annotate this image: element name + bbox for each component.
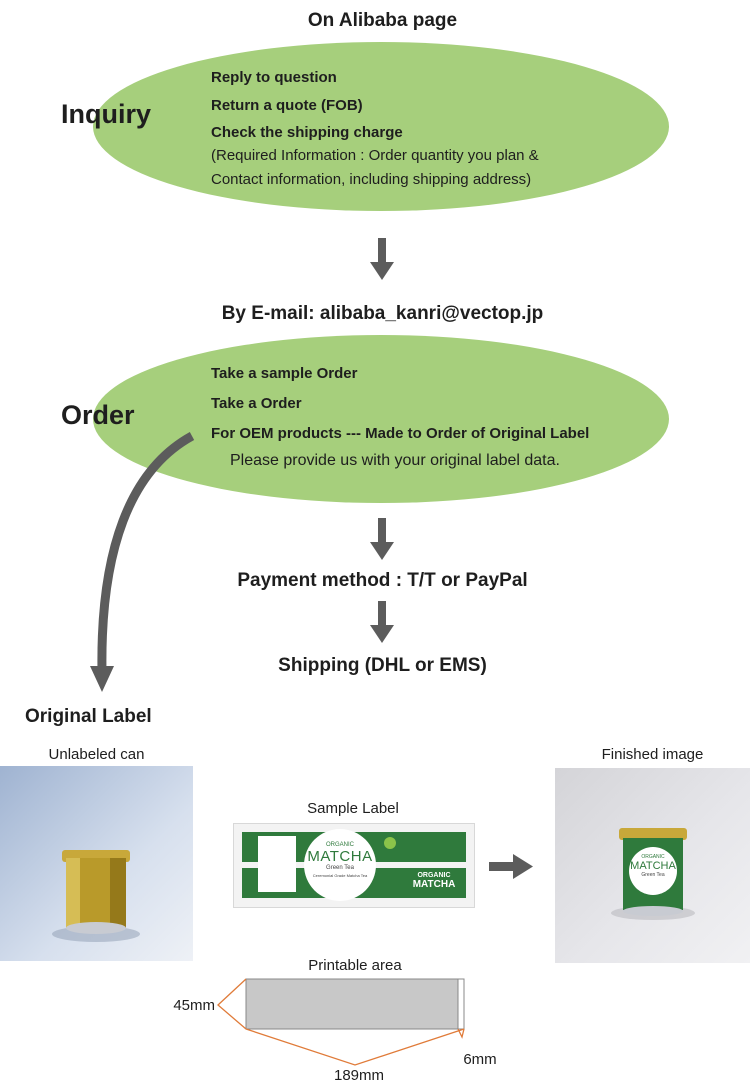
- dim-height: 45mm: [173, 997, 215, 1014]
- sample-label-image: ORGANIC MATCHA Green Tea Ceremonial Grad…: [233, 823, 475, 908]
- flow-arrow-1: [370, 238, 394, 280]
- gold-can-image: [52, 850, 140, 942]
- label-green-tea: Green Tea: [326, 865, 354, 871]
- printable-area-diagram: [217, 978, 465, 1066]
- inquiry-line-reply: Reply to question: [211, 69, 337, 86]
- finished-label-text: ORGANIC MATCHA Green Tea: [629, 854, 677, 878]
- organic-seal: [384, 837, 396, 849]
- inquiry-line-required-info: (Required Information : Order quantity y…: [211, 147, 539, 164]
- order-line-oem: For OEM products --- Made to Order of Or…: [211, 425, 590, 442]
- email-title: By E-mail: alibaba_kanri@vectop.jp: [221, 303, 544, 324]
- inquiry-line-quote: Return a quote (FOB): [211, 97, 363, 114]
- dim-margin: 6mm: [463, 1051, 497, 1068]
- finished-matcha: MATCHA: [630, 860, 676, 872]
- label-right-brand: ORGANIC MATCHA: [399, 872, 469, 890]
- label-circle: ORGANIC MATCHA Green Tea Ceremonial Grad…: [304, 829, 376, 901]
- finished-organic: ORGANIC: [641, 854, 665, 860]
- sample-label-caption: Sample Label: [307, 800, 399, 817]
- inquiry-line-contact-info: Contact information, including shipping …: [211, 171, 532, 188]
- order-label: Order: [61, 400, 135, 430]
- finished-image-photo: ORGANIC MATCHA Green Tea: [555, 768, 750, 963]
- payment-method: Payment method : T/T or PayPal: [237, 570, 528, 591]
- inquiry-label: Inquiry: [61, 99, 152, 129]
- label-organic-small: ORGANIC: [325, 842, 354, 848]
- label-matcha-big: MATCHA: [307, 848, 373, 865]
- label-info-panel: [258, 836, 296, 892]
- curved-arrow: [90, 432, 195, 692]
- unlabeled-can-caption: Unlabeled can: [48, 746, 145, 763]
- order-line-sample: Take a sample Order: [211, 365, 358, 382]
- flow-arrow-2: [370, 518, 394, 560]
- label-ceremonial: Ceremonial Grade Matcha Tea: [312, 873, 368, 878]
- flow-arrow-3: [370, 601, 394, 643]
- order-ellipse: [93, 335, 669, 503]
- order-line-order: Take a Order: [211, 395, 302, 412]
- finished-green-tea: Green Tea: [641, 872, 665, 878]
- shipping-method: Shipping (DHL or EMS): [278, 655, 487, 676]
- printable-area-caption: Printable area: [308, 957, 402, 974]
- original-label-title: Original Label: [25, 706, 152, 727]
- top-title: On Alibaba page: [307, 10, 458, 31]
- finished-can-image: [611, 828, 695, 920]
- right-arrow: [489, 854, 533, 879]
- order-line-label-data: Please provide us with your original lab…: [230, 452, 560, 469]
- dim-width: 189mm: [333, 1067, 385, 1084]
- label-right-matcha: MATCHA: [412, 879, 456, 890]
- unlabeled-can-photo: [0, 766, 193, 961]
- label-right-organic: ORGANIC: [417, 872, 451, 879]
- finished-image-caption: Finished image: [601, 746, 704, 763]
- inquiry-ellipse: [93, 42, 669, 211]
- inquiry-line-shipping-charge: Check the shipping charge: [211, 124, 403, 141]
